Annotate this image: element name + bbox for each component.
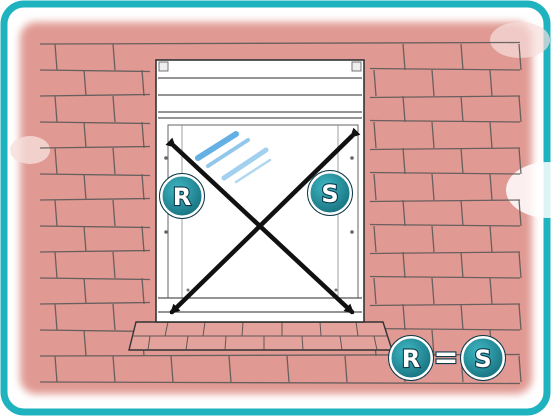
- diagonal-r-label: R: [173, 183, 191, 211]
- equation-s-badge: S: [460, 335, 506, 381]
- equation: R = S: [388, 335, 506, 381]
- equation-left-label: R: [402, 345, 420, 373]
- diagonal-arrows: [165, 127, 361, 315]
- equation-right-label: S: [474, 345, 491, 373]
- diagonal-s-arrow: [169, 127, 361, 315]
- equation-r-badge: R: [388, 335, 434, 381]
- window-sill: [128, 321, 393, 351]
- diagonal-s-badge: S: [307, 170, 353, 216]
- diagonal-r-badge: R: [159, 173, 205, 219]
- equals-sign: =: [433, 341, 458, 376]
- diagonal-s-label: S: [321, 180, 338, 208]
